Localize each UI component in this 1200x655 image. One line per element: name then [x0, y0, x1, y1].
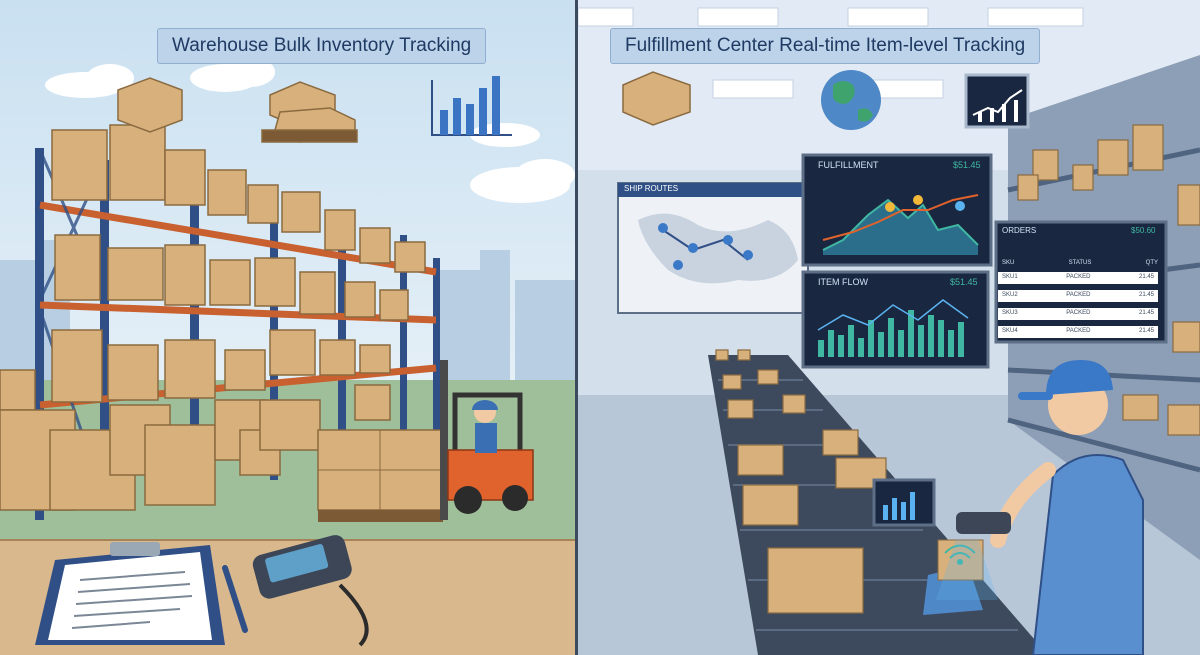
table-row: SKU2 PACKED 21.45: [1002, 292, 1154, 298]
panel-divider: [575, 0, 578, 655]
floating-box-icons: [117, 77, 358, 143]
line-chart-screen-badge: $51.45: [953, 160, 981, 170]
box-icon: [622, 71, 691, 126]
clipboard: [35, 542, 225, 645]
bar-chart-screen: [801, 270, 990, 369]
warehouse-illustration: [0, 0, 575, 655]
orders-table-badge: $50.60: [1131, 226, 1156, 235]
forklift: [317, 360, 534, 522]
table-cell: SKU1: [1002, 274, 1018, 280]
orders-table-header-sku: SKU: [1002, 260, 1015, 266]
table-cell: PACKED: [1066, 328, 1091, 334]
ceiling-lights: [578, 7, 1084, 99]
table-cell: SKU2: [1002, 292, 1018, 298]
table-row: SKU4 PACKED 21.45: [1002, 328, 1154, 334]
bar-chart-icon: [431, 76, 512, 136]
left-panel-title: Warehouse Bulk Inventory Tracking: [157, 28, 487, 64]
floor-boxes: [0, 384, 391, 511]
orders-table-title: ORDERS: [1002, 226, 1037, 235]
orders-table-header-status: STATUS: [1068, 260, 1092, 266]
stacked-boxes: [0, 124, 426, 411]
orders-table-header-qty: QTY: [1145, 260, 1158, 266]
worker: [936, 360, 1144, 655]
table-cell: PACKED: [1066, 292, 1091, 298]
table-row: SKU1 PACKED 21.45: [1002, 274, 1154, 280]
bar-chart-screen-badge: $51.45: [950, 277, 978, 287]
orders-table-screen: [994, 220, 1168, 344]
fulfillment-center-scene: SHIP ROUTES FULFILLMENT $51.45 ITEM FLOW…: [578, 0, 1200, 655]
handheld-scanner: [252, 535, 369, 647]
table-cell: 21.45: [1138, 274, 1154, 280]
table-cell: 21.45: [1138, 328, 1154, 334]
bulk-warehouse-scene: Warehouse Bulk Inventory Tracking: [0, 0, 575, 655]
table-cell: SKU4: [1002, 328, 1018, 334]
trend-chart-icon: [964, 73, 1030, 129]
map-screen-header: SHIP ROUTES: [624, 184, 679, 193]
table-cell: PACKED: [1066, 274, 1091, 280]
table-cell: PACKED: [1066, 310, 1091, 316]
line-chart-screen: [801, 153, 993, 267]
orders-table-header-row: SKU STATUS QTY: [1002, 260, 1158, 266]
globe-icon: [821, 70, 881, 130]
rfid-tagged-item: [923, 539, 984, 615]
pen: [222, 565, 248, 633]
table-row: SKU3 PACKED 21.45: [1002, 310, 1154, 316]
workstation-monitor: [872, 478, 936, 527]
bar-chart-screen-title: ITEM FLOW: [818, 277, 868, 287]
clouds: [45, 57, 575, 203]
right-panel-title: Fulfillment Center Real-time Item-level …: [610, 28, 1041, 64]
table-cell: 21.45: [1138, 292, 1154, 298]
fulfillment-illustration: [578, 0, 1200, 655]
table-cell: 21.45: [1138, 310, 1154, 316]
table-cell: SKU3: [1002, 310, 1018, 316]
line-chart-screen-title: FULFILLMENT: [818, 160, 879, 170]
map-screen: [617, 182, 809, 314]
